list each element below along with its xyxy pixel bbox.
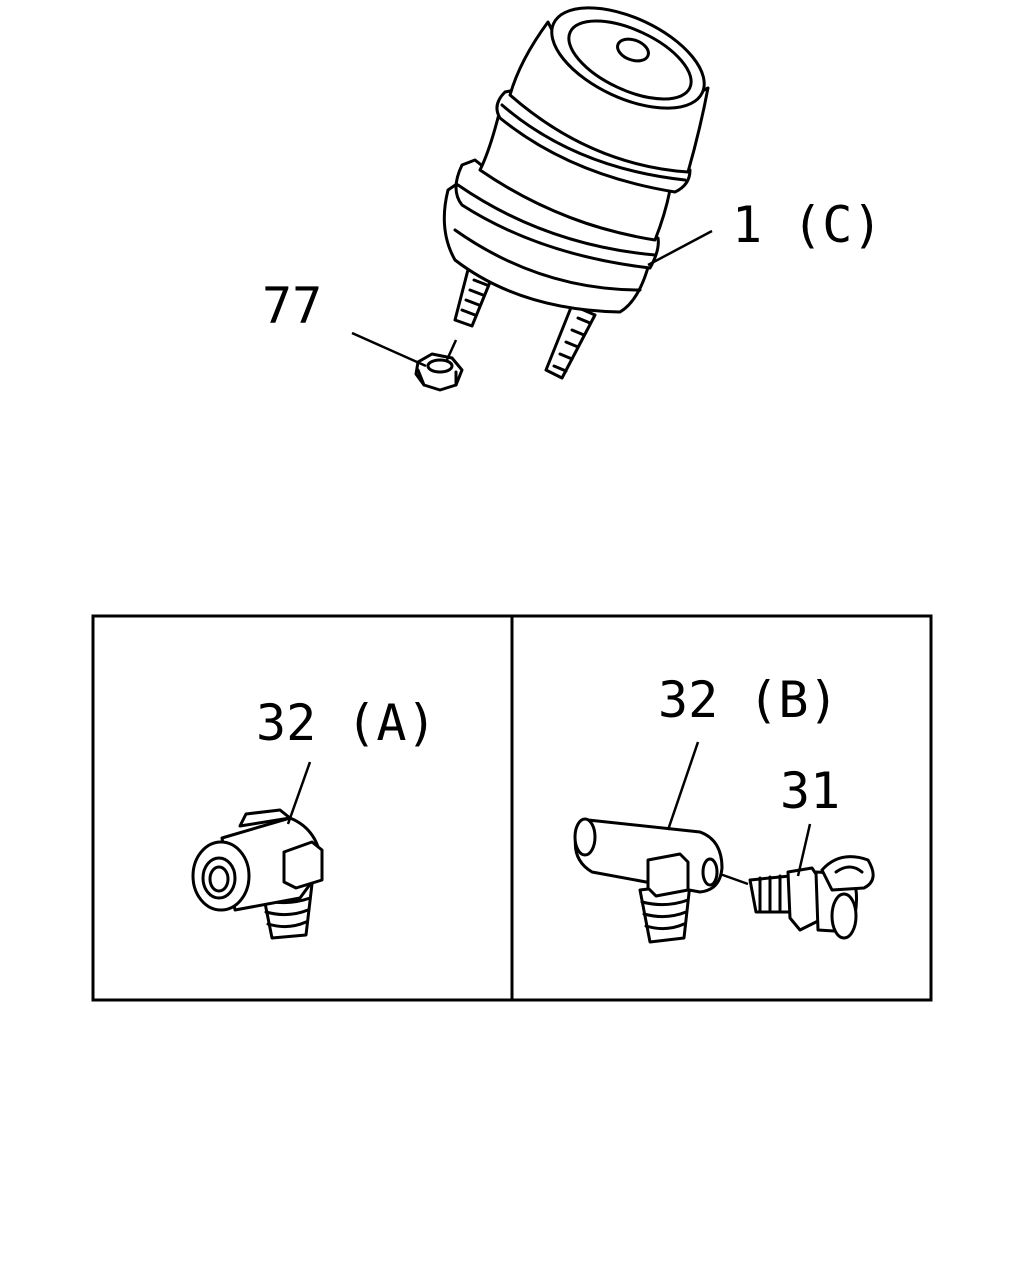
hex-nut <box>414 352 464 392</box>
elbow-valve-a <box>191 808 324 940</box>
leader-line-fitting-stub <box>719 872 749 886</box>
stud-bolt-right <box>544 303 597 380</box>
callout-nut: 77 <box>262 277 322 335</box>
tee-valve-b <box>573 817 724 944</box>
callout-valve-a: 32 (A) <box>256 694 437 752</box>
callout-mount: 1 (C) <box>732 196 883 254</box>
leader-line-valve-a <box>286 761 312 825</box>
leader-line-fitting <box>796 823 812 877</box>
callout-valve-b: 32 (B) <box>658 671 839 729</box>
leader-line-mount <box>647 229 713 267</box>
leader-line-nut <box>351 331 427 368</box>
hose-fitting-31 <box>748 855 875 940</box>
air-spring-mount <box>442 6 710 380</box>
leader-line-valve-b <box>666 741 700 831</box>
leader-line-nut-stud <box>444 339 458 363</box>
callout-fitting: 31 <box>780 762 840 820</box>
